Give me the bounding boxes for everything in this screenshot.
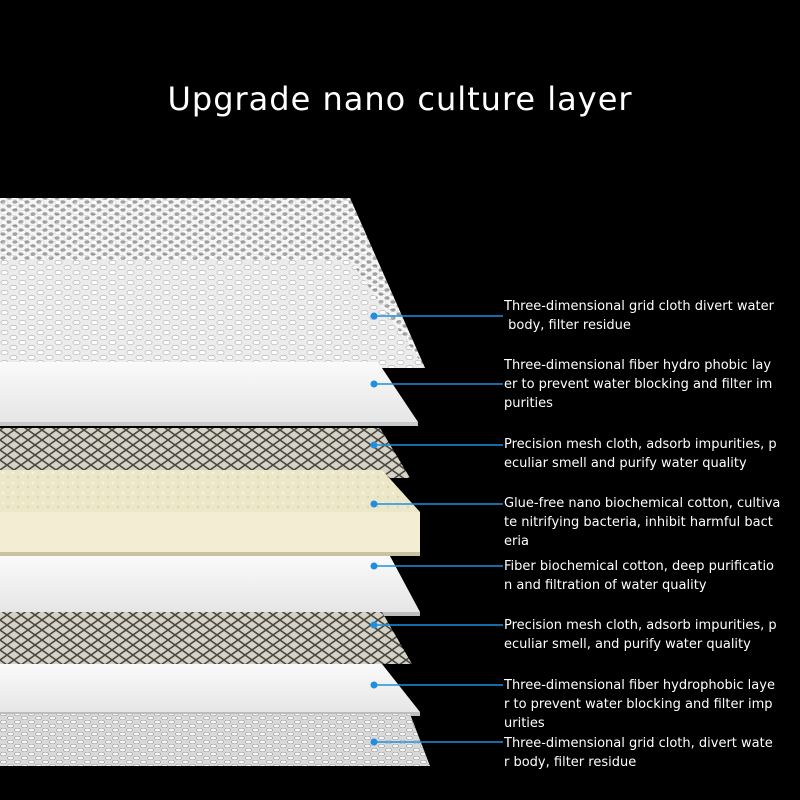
layer-fiber-hydrophobic-bottom [0, 664, 420, 716]
pointer-dot-fiber-hydrophobic-layer-top [370, 380, 378, 388]
layer-precision-mesh-bottom [0, 612, 412, 664]
layer-label-fiber-hydrophobic-layer-bottom: Three-dimensional fiber hydrophobic laye… [504, 678, 775, 731]
pointer-dot-three-dimensional-grid-cloth-bottom [370, 738, 378, 746]
pointer-dot-precision-mesh-cloth-bottom [370, 621, 378, 629]
layer-three-dimensional-grid-cloth-bottom [0, 714, 430, 766]
layer-label-precision-mesh-cloth-bottom: Precision mesh cloth, adsorb impurities,… [504, 618, 777, 652]
pointer-dot-precision-mesh-cloth-top [370, 441, 378, 449]
pointer-dot-glue-free-nano-biochemical-cotton [370, 500, 378, 508]
layer-precision-mesh-top [0, 428, 410, 478]
pointer-dot-three-dimensional-grid-cloth-top [370, 312, 378, 320]
layer-label-three-dimensional-grid-cloth-top: Three-dimensional grid cloth divert wate… [504, 299, 774, 333]
layer-glue-free-nano-cotton [0, 470, 420, 556]
layer-fiber-biochemical-cotton [0, 556, 420, 616]
layer-three-dimensional-grid-cloth-top [0, 198, 425, 368]
layer-fiber-hydrophobic-top [0, 362, 418, 426]
pointer-dot-fiber-biochemical-cotton [370, 562, 378, 570]
layer-label-precision-mesh-cloth-top: Precision mesh cloth, adsorb impurities,… [504, 437, 777, 471]
layer-label-fiber-biochemical-cotton: Fiber biochemical cotton, deep purificat… [504, 559, 775, 593]
pointer-dot-fiber-hydrophobic-layer-bottom [370, 681, 378, 689]
layer-label-three-dimensional-grid-cloth-bottom: Three-dimensional grid cloth, divert wat… [504, 736, 773, 770]
layer-label-glue-free-nano-biochemical-cotton: Glue-free nano biochemical cotton, culti… [504, 496, 781, 549]
layer-label-fiber-hydrophobic-layer-top: Three-dimensional fiber hydro phobic lay… [504, 358, 773, 411]
page-title: Upgrade nano culture layer [167, 80, 633, 118]
